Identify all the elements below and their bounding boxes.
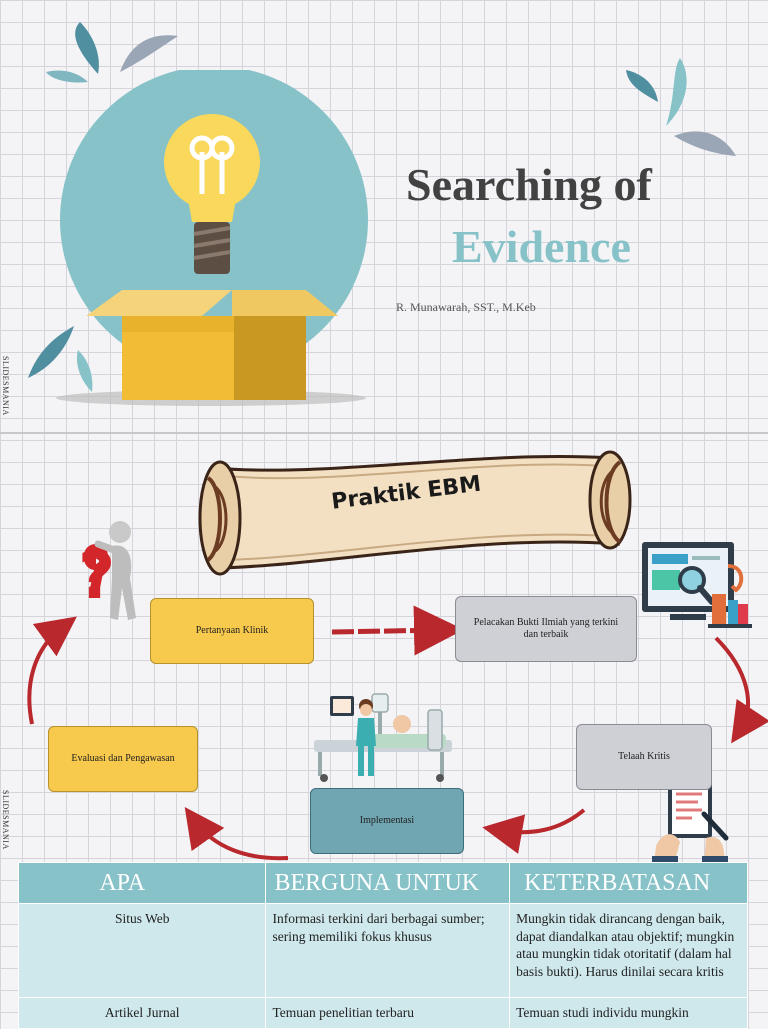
table-cell: Artikel Jurnal — [17, 997, 267, 1029]
cycle-arrows — [27, 605, 768, 861]
header-what: APA — [17, 862, 267, 904]
ribbon-banner — [198, 450, 632, 576]
table-cell: Temuan penelitian terbaru — [265, 997, 511, 1029]
splash-decoration-left — [28, 326, 93, 392]
splash-decoration-top-right — [626, 58, 736, 156]
side-watermark-slide2: SLIDESMANIA — [1, 790, 10, 850]
table-row: Situs Web Informasi terkini dari berbaga… — [17, 903, 748, 998]
nurse-patient-illustration — [314, 693, 452, 782]
table-cell: Informasi terkini dari berbagai sumber; … — [265, 903, 511, 998]
title-line-2: Evidence — [452, 221, 631, 272]
table-cell: Mungkin tidak dirancang dengan baik, dap… — [509, 903, 748, 998]
table-row: Artikel Jurnal Temuan penelitian terbaru… — [17, 997, 748, 1029]
title-slide: Searching of Evidence R. Munawarah, SST.… — [0, 0, 768, 432]
node-evidence-search: Pelacakan Bukti Ilmiah yang terkini dan … — [455, 596, 637, 662]
clipboard-hands-icon — [652, 778, 729, 866]
ebm-practice-slide: Praktik EBM ? — [0, 434, 768, 866]
slide-divider — [0, 432, 768, 434]
table-cell: Temuan studi individu mungkin — [509, 997, 748, 1029]
header-useful-for: BERGUNA UNTUK — [265, 862, 511, 904]
lightbulb-box-illustration — [56, 70, 368, 406]
thinking-person-icon: ? — [78, 521, 136, 620]
evidence-sources-table: APA BERGUNA UNTUK KETERBATASAN Situs Web… — [17, 862, 748, 1029]
author-name: R. Munawarah, SST., M.Keb — [396, 300, 536, 314]
node-critical-appraisal: Telaah Kritis — [576, 724, 712, 790]
table-cell: Situs Web — [17, 903, 267, 998]
node-clinical-question: Pertanyaan Klinik — [150, 598, 314, 664]
table-header-row: APA BERGUNA UNTUK KETERBATASAN — [17, 862, 748, 904]
computer-search-icon — [642, 542, 752, 628]
title-line-1: Searching of — [406, 159, 652, 210]
splash-decoration-top-left — [46, 22, 178, 83]
node-implementation: Implementasi — [310, 788, 464, 854]
header-limitations: KETERBATASAN — [509, 862, 748, 904]
side-watermark-slide1: SLIDESMANIA — [1, 356, 10, 416]
svg-text:?: ? — [78, 540, 115, 614]
node-evaluation: Evaluasi dan Pengawasan — [48, 726, 198, 792]
